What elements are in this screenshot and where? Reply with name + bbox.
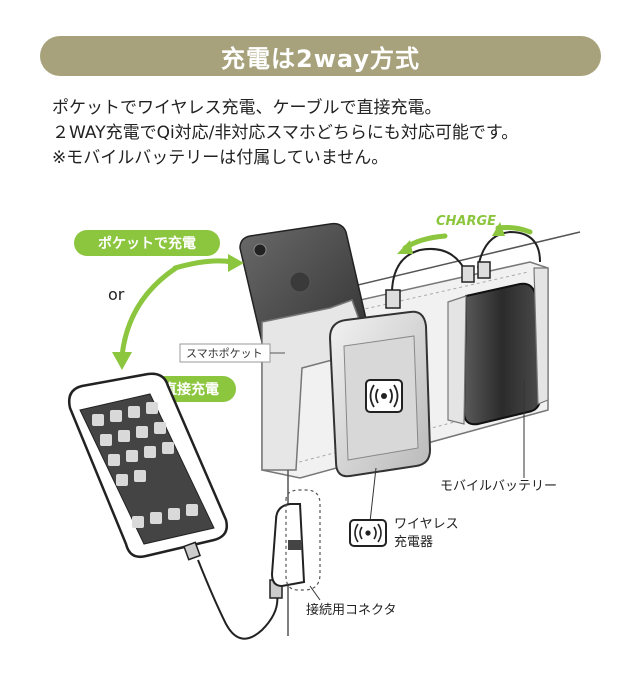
connector-label: 接続用コネクタ <box>306 602 396 618</box>
charge-label: CHARGE <box>436 214 496 229</box>
mobile-battery-device <box>447 267 549 426</box>
charging-cables <box>390 230 541 301</box>
connector-dotted-outline <box>285 489 321 591</box>
lightning-cable <box>183 541 283 640</box>
usb-plug-3 <box>477 261 491 279</box>
usb-plug-2 <box>461 265 475 283</box>
banner-title: 充電は2way方式 <box>221 44 420 73</box>
description-line-3: ※モバイルバッテリーは付属していません。 <box>52 148 389 168</box>
front-smartphone <box>68 372 228 558</box>
phone-pocket-label: スマホポケット <box>186 347 263 360</box>
pocket-arrow-icon <box>172 258 235 271</box>
description: ポケットでワイヤレス充電、ケーブルで直接充電。 ２WAY充電でQi対応/非対応ス… <box>52 96 632 171</box>
mobile-battery-label: モバイルバッテリー <box>440 479 557 494</box>
wireless-charger-icon <box>349 519 387 547</box>
pocket-charge-label: ポケットで充電 <box>98 235 196 252</box>
switch-arrow-icon <box>119 265 179 359</box>
wireless-charger-label-line1: ワイヤレス <box>394 517 459 532</box>
direct-charge-label: 直接充電 <box>163 381 219 398</box>
charging-diagram: CHARGE ポケットで充電 or 直接充電 スマホポケット <box>68 214 581 640</box>
description-line-2: ２WAY充電でQi対応/非対応スマホどちらにも対応可能です。 <box>52 123 519 143</box>
wireless-charger-device <box>328 310 432 478</box>
usb-plug-1 <box>385 289 401 309</box>
description-line-1: ポケットでワイヤレス充電、ケーブルで直接充電。 <box>52 98 442 118</box>
wireless-symbol-icon <box>381 393 387 399</box>
section-banner: 充電は2way方式 <box>40 36 601 76</box>
wireless-charger-label-line2: 充電器 <box>394 534 433 550</box>
pocket-charge-pill <box>74 230 220 256</box>
charge-arrows-icon <box>402 225 533 251</box>
or-label: or <box>108 285 125 304</box>
